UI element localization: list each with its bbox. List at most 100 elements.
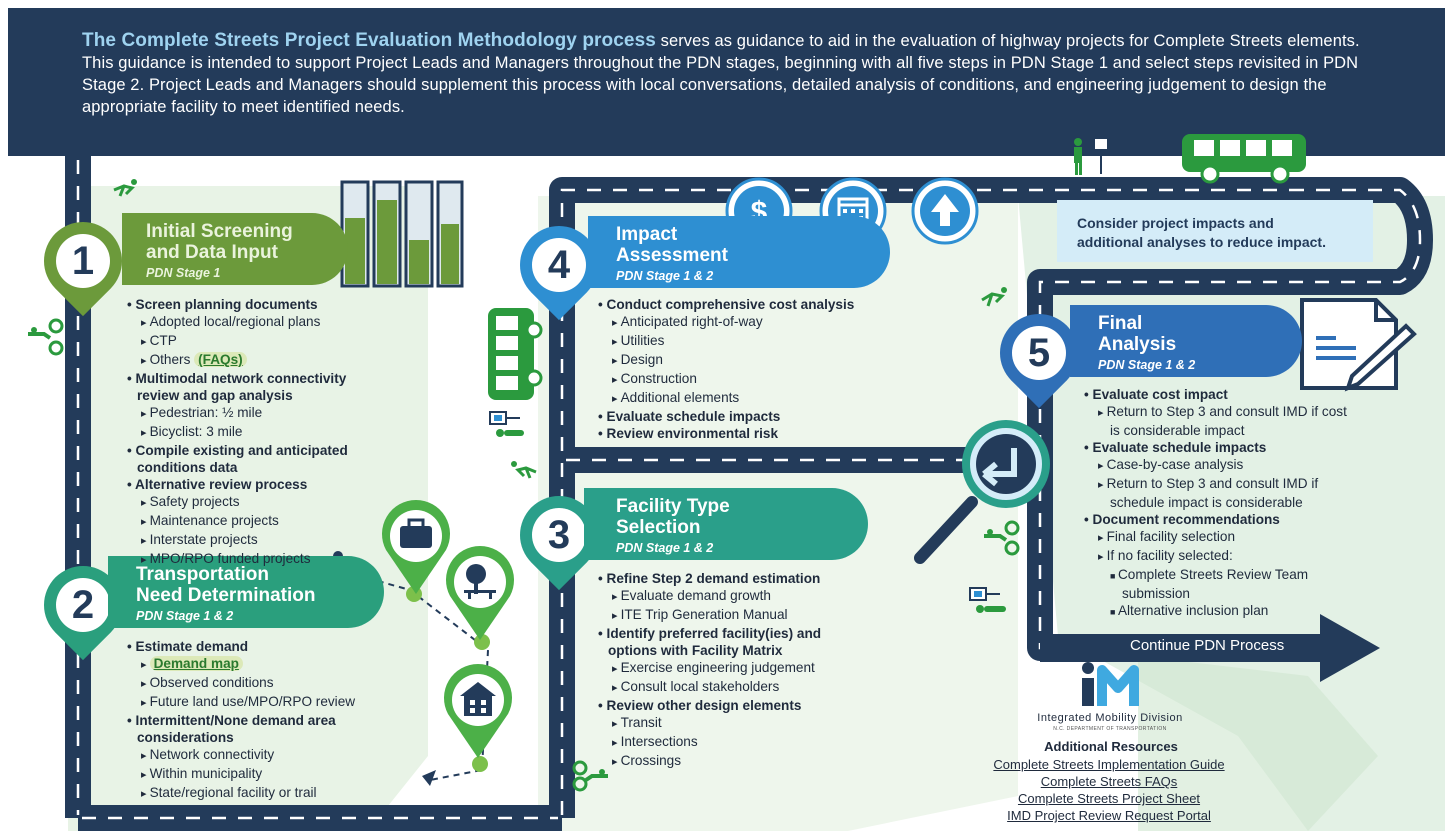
step-item-heading-cont: conditions data xyxy=(127,459,417,476)
bus-stop-icon xyxy=(1074,137,1109,175)
step-5-banner: Final Analysis PDN Stage 1 & 2 xyxy=(1070,305,1302,377)
pedestrian-icon xyxy=(113,179,137,197)
step-item-text: submission xyxy=(1122,586,1190,601)
intro-text: serves as guidance to aid in the evaluat… xyxy=(82,32,1360,116)
step-item-text: MPO/RPO funded projects xyxy=(149,551,311,566)
step-5-title-line2: Analysis xyxy=(1098,334,1177,355)
resource-link-faqs[interactable]: Complete Streets FAQs xyxy=(1040,774,1178,789)
step-2-title-line2: Need Determination xyxy=(136,585,316,606)
step-item-heading-cont: considerations xyxy=(127,729,427,746)
step-subitem: Interstate projects xyxy=(127,531,417,550)
magnifier-icon xyxy=(914,420,1050,564)
bus-icon xyxy=(1182,134,1306,184)
step-subitem: Exercise engineering judgement xyxy=(598,659,898,678)
step-subitem: Evaluate demand growth xyxy=(598,587,898,606)
step-subitem: CTP xyxy=(127,332,417,351)
step-item-heading: Estimate demand xyxy=(127,638,427,655)
step-item-heading: Evaluate schedule impacts xyxy=(1084,439,1424,456)
step-5-stage: PDN Stage 1 & 2 xyxy=(1098,358,1196,372)
step-item-text: Evaluate cost impact xyxy=(1092,387,1228,402)
step-item-heading: Review other design elements xyxy=(598,697,898,714)
step-item-text: Consult local stakeholders xyxy=(620,679,780,694)
step-item-heading: Document recommendations xyxy=(1084,511,1424,528)
resource-link-implementation-guide[interactable]: Complete Streets Implementation Guide xyxy=(993,757,1225,772)
step-4-banner: Impact Assessment PDN Stage 1 & 2 xyxy=(588,216,890,288)
step-subitem: Network connectivity xyxy=(127,746,427,765)
step-subitem: MPO/RPO funded projects xyxy=(127,550,417,569)
step-bullet-item: Alternative inclusion plan xyxy=(1084,602,1424,621)
resource-link-project-sheet[interactable]: Complete Streets Project Sheet xyxy=(1017,791,1201,806)
step-item-heading: Refine Step 2 demand estimation xyxy=(598,570,898,587)
faqs-link[interactable]: (FAQs) xyxy=(194,352,247,367)
bar-chart-icon xyxy=(340,180,464,288)
step-item-text: review and gap analysis xyxy=(137,388,293,403)
intro-highlight: The Complete Streets Project Evaluation … xyxy=(82,30,656,51)
step-item-heading: Screen planning documents xyxy=(127,296,417,313)
step-5-marker: 5 xyxy=(983,297,1095,409)
step-4-title-line2: Assessment xyxy=(616,245,728,266)
step-item-text: Network connectivity xyxy=(149,747,275,762)
bicycle-icon-3 xyxy=(572,760,608,792)
step-item-text: Crossings xyxy=(620,753,682,768)
park-tree-pin-icon xyxy=(446,546,514,640)
step-subitem-cont: schedule impact is considerable xyxy=(1084,494,1424,511)
step-4-list: Conduct comprehensive cost analysisAntic… xyxy=(598,296,938,442)
step-item-heading-cont: options with Facility Matrix xyxy=(598,642,898,659)
step-item-text: Alternative review process xyxy=(135,477,308,492)
resource-link-review-portal[interactable]: IMD Project Review Request Portal xyxy=(1007,808,1211,823)
step-item-text: Intermittent/None demand area xyxy=(135,713,336,728)
step-item-heading: Intermittent/None demand area xyxy=(127,712,427,729)
step-item-text: Observed conditions xyxy=(149,675,274,690)
step-1-list: Screen planning documentsAdopted local/r… xyxy=(127,296,417,569)
demand-map-link[interactable]: Demand map xyxy=(149,656,243,671)
step-subitem: State/regional facility or trail xyxy=(127,784,427,803)
step-item-text: CTP xyxy=(149,333,177,348)
step-subitem: Return to Step 3 and consult IMD if xyxy=(1084,475,1424,494)
step-subitem-cont: is considerable impact xyxy=(1084,422,1424,439)
step-2-number: 2 xyxy=(56,578,110,632)
step-item-text: Final facility selection xyxy=(1106,529,1236,544)
step-1-marker: 1 xyxy=(27,205,139,317)
step-item-text: options with Facility Matrix xyxy=(608,643,783,658)
step-item-text: Additional elements xyxy=(620,390,740,405)
step-item-text: Review other design elements xyxy=(606,698,802,713)
step-item-text: Intersections xyxy=(620,734,698,749)
step-subitem: Crossings xyxy=(598,752,898,771)
step-item-heading: Evaluate cost impact xyxy=(1084,386,1424,403)
document-pen-icon xyxy=(1300,298,1417,392)
step-subitem: Consult local stakeholders xyxy=(598,678,898,697)
step-subitem: Maintenance projects xyxy=(127,512,417,531)
step-item-text: Utilities xyxy=(620,333,665,348)
step-subitem: Utilities xyxy=(598,332,938,351)
step-item-text: Estimate demand xyxy=(135,639,249,654)
step-item-text: Design xyxy=(620,352,663,367)
step-2-stage: PDN Stage 1 & 2 xyxy=(136,609,234,623)
step-subitem: Return to Step 3 and consult IMD if cost xyxy=(1084,403,1424,422)
imd-logo-subtext: N.C. DEPARTMENT OF TRANSPORTATION xyxy=(1053,726,1167,732)
step-item-heading: Multimodal network connectivity xyxy=(127,370,417,387)
step-item-text: Transit xyxy=(620,715,662,730)
pedestrian-icon-3 xyxy=(981,287,1007,307)
step-item-text: Maintenance projects xyxy=(149,513,279,528)
step-subitem: Bicyclist: 3 mile xyxy=(127,423,417,442)
step-3-title-line1: Facility Type xyxy=(616,496,730,517)
step-1-title-line1: Initial Screening xyxy=(146,221,293,242)
step-item-text: Others xyxy=(149,352,191,367)
resources-links: Complete Streets Implementation Guide Co… xyxy=(948,756,1270,824)
step-item-text: Return to Step 3 and consult IMD if cost xyxy=(1106,404,1347,419)
step-item-text: Conduct comprehensive cost analysis xyxy=(606,297,855,312)
step-item-text: Refine Step 2 demand estimation xyxy=(606,571,821,586)
step-item-text: Future land use/MPO/RPO review xyxy=(149,694,356,709)
step-item-heading: Identify preferred facility(ies) and xyxy=(598,625,898,642)
step-subitem: ITE Trip Generation Manual xyxy=(598,606,898,625)
step-item-heading: Review environmental risk xyxy=(598,425,938,442)
step-item-heading: Evaluate schedule impacts xyxy=(598,408,938,425)
step-item-text: Identify preferred facility(ies) and xyxy=(606,626,822,641)
step-subitem: Additional elements xyxy=(598,389,938,408)
step-subitem: Pedestrian: ½ mile xyxy=(127,404,417,423)
step-2-title-line1: Transportation xyxy=(136,564,270,585)
header-bar xyxy=(8,8,1445,156)
step-3-list: Refine Step 2 demand estimationEvaluate … xyxy=(598,570,898,771)
step-item-text: Document recommendations xyxy=(1092,512,1280,527)
step-3-number: 3 xyxy=(532,508,586,562)
